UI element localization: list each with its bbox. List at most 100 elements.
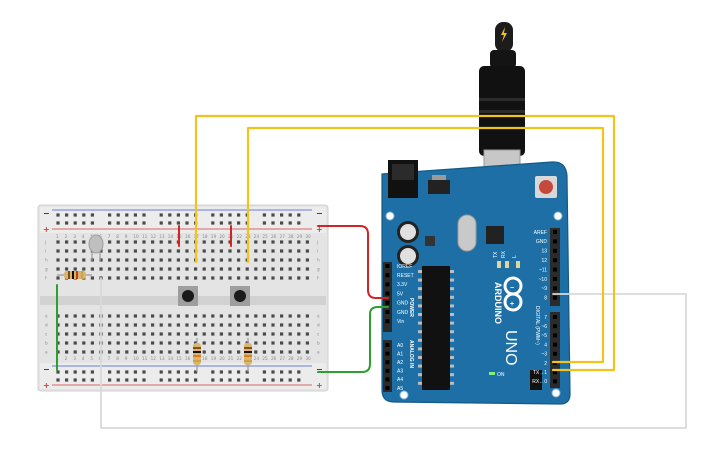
breadboard-hole[interactable] bbox=[202, 240, 206, 244]
power-rail-hole[interactable] bbox=[237, 370, 241, 374]
power-rail-hole[interactable] bbox=[271, 221, 275, 225]
power-rail-hole[interactable] bbox=[90, 370, 94, 374]
power-rail-hole[interactable] bbox=[271, 370, 275, 374]
breadboard-hole[interactable] bbox=[176, 341, 180, 345]
breadboard-hole[interactable] bbox=[237, 314, 241, 318]
breadboard-hole[interactable] bbox=[305, 314, 309, 318]
power-rail-hole[interactable] bbox=[288, 378, 292, 382]
breadboard-hole[interactable] bbox=[228, 323, 232, 327]
breadboard-hole[interactable] bbox=[142, 332, 146, 336]
power-rail-hole[interactable] bbox=[219, 378, 223, 382]
push-button-2[interactable] bbox=[230, 286, 250, 306]
analog-pin-hole[interactable] bbox=[385, 377, 390, 382]
power-rail-hole[interactable] bbox=[228, 221, 232, 225]
power-rail-hole[interactable] bbox=[56, 370, 60, 374]
breadboard-hole[interactable] bbox=[185, 323, 189, 327]
power-rail-hole[interactable] bbox=[288, 370, 292, 374]
breadboard-hole[interactable] bbox=[159, 267, 163, 271]
power-rail-hole[interactable] bbox=[262, 213, 266, 217]
breadboard-hole[interactable] bbox=[280, 267, 284, 271]
breadboard-hole[interactable] bbox=[305, 267, 309, 271]
breadboard-hole[interactable] bbox=[133, 258, 137, 262]
analog-header[interactable] bbox=[383, 340, 392, 392]
breadboard-hole[interactable] bbox=[254, 249, 258, 253]
breadboard-hole[interactable] bbox=[271, 267, 275, 271]
breadboard-hole[interactable] bbox=[262, 249, 266, 253]
digital-pin-hole[interactable] bbox=[553, 342, 557, 347]
breadboard-hole[interactable] bbox=[133, 323, 137, 327]
push-button-1[interactable] bbox=[178, 286, 198, 306]
breadboard-hole[interactable] bbox=[168, 258, 172, 262]
breadboard-hole[interactable] bbox=[142, 267, 146, 271]
breadboard-hole[interactable] bbox=[108, 276, 112, 280]
power-rail-hole[interactable] bbox=[219, 213, 223, 217]
breadboard-hole[interactable] bbox=[245, 314, 249, 318]
power-rail-hole[interactable] bbox=[262, 370, 266, 374]
breadboard-hole[interactable] bbox=[297, 314, 301, 318]
breadboard-hole[interactable] bbox=[73, 341, 77, 345]
breadboard-hole[interactable] bbox=[185, 350, 189, 354]
breadboard-hole[interactable] bbox=[151, 341, 155, 345]
digital-pin-hole[interactable] bbox=[553, 324, 557, 329]
breadboard-hole[interactable] bbox=[254, 267, 258, 271]
breadboard-hole[interactable] bbox=[125, 350, 129, 354]
breadboard-hole[interactable] bbox=[108, 249, 112, 253]
breadboard-hole[interactable] bbox=[125, 314, 129, 318]
breadboard-hole[interactable] bbox=[116, 258, 120, 262]
breadboard-hole[interactable] bbox=[262, 267, 266, 271]
breadboard-hole[interactable] bbox=[176, 350, 180, 354]
wire-yellow-1[interactable] bbox=[194, 114, 616, 372]
breadboard-hole[interactable] bbox=[297, 332, 301, 336]
breadboard-hole[interactable] bbox=[108, 323, 112, 327]
breadboard-hole[interactable] bbox=[125, 267, 129, 271]
breadboard-hole[interactable] bbox=[82, 240, 86, 244]
breadboard-hole[interactable] bbox=[219, 323, 223, 327]
power-rail-hole[interactable] bbox=[245, 370, 249, 374]
power-rail-hole[interactable] bbox=[82, 221, 86, 225]
breadboard-hole[interactable] bbox=[280, 350, 284, 354]
breadboard-hole[interactable] bbox=[237, 249, 241, 253]
breadboard-hole[interactable] bbox=[176, 314, 180, 318]
breadboard-hole[interactable] bbox=[280, 276, 284, 280]
breadboard-hole[interactable] bbox=[280, 332, 284, 336]
power-rail-hole[interactable] bbox=[65, 221, 69, 225]
breadboard-hole[interactable] bbox=[90, 332, 94, 336]
power-rail-hole[interactable] bbox=[125, 213, 129, 217]
breadboard-hole[interactable] bbox=[245, 276, 249, 280]
power-rail-hole[interactable] bbox=[159, 213, 163, 217]
analog-pin-hole[interactable] bbox=[385, 386, 390, 390]
breadboard-hole[interactable] bbox=[271, 350, 275, 354]
breadboard-hole[interactable] bbox=[65, 249, 69, 253]
breadboard-hole[interactable] bbox=[211, 240, 215, 244]
breadboard-hole[interactable] bbox=[254, 350, 258, 354]
breadboard-hole[interactable] bbox=[297, 323, 301, 327]
breadboard-hole[interactable] bbox=[219, 249, 223, 253]
power-rail-hole[interactable] bbox=[262, 221, 266, 225]
power-rail-hole[interactable] bbox=[142, 378, 146, 382]
digital-pin-hole[interactable] bbox=[553, 230, 557, 234]
breadboard-hole[interactable] bbox=[271, 323, 275, 327]
breadboard-hole[interactable] bbox=[142, 240, 146, 244]
power-rail-hole[interactable] bbox=[82, 370, 86, 374]
breadboard-hole[interactable] bbox=[228, 276, 232, 280]
breadboard-hole[interactable] bbox=[280, 341, 284, 345]
breadboard-hole[interactable] bbox=[219, 341, 223, 345]
breadboard-hole[interactable] bbox=[237, 323, 241, 327]
breadboard-hole[interactable] bbox=[125, 258, 129, 262]
breadboard-hole[interactable] bbox=[151, 323, 155, 327]
breadboard-hole[interactable] bbox=[159, 332, 163, 336]
breadboard-hole[interactable] bbox=[116, 323, 120, 327]
breadboard-hole[interactable] bbox=[168, 332, 172, 336]
breadboard-hole[interactable] bbox=[219, 276, 223, 280]
breadboard-hole[interactable] bbox=[168, 341, 172, 345]
breadboard-hole[interactable] bbox=[271, 249, 275, 253]
power-pin-hole[interactable] bbox=[385, 319, 390, 324]
breadboard-hole[interactable] bbox=[151, 314, 155, 318]
breadboard-hole[interactable] bbox=[142, 350, 146, 354]
power-rail-hole[interactable] bbox=[82, 378, 86, 382]
power-rail-hole[interactable] bbox=[73, 370, 77, 374]
breadboard-hole[interactable] bbox=[271, 240, 275, 244]
breadboard-hole[interactable] bbox=[245, 332, 249, 336]
breadboard-hole[interactable] bbox=[245, 267, 249, 271]
breadboard-hole[interactable] bbox=[65, 267, 69, 271]
